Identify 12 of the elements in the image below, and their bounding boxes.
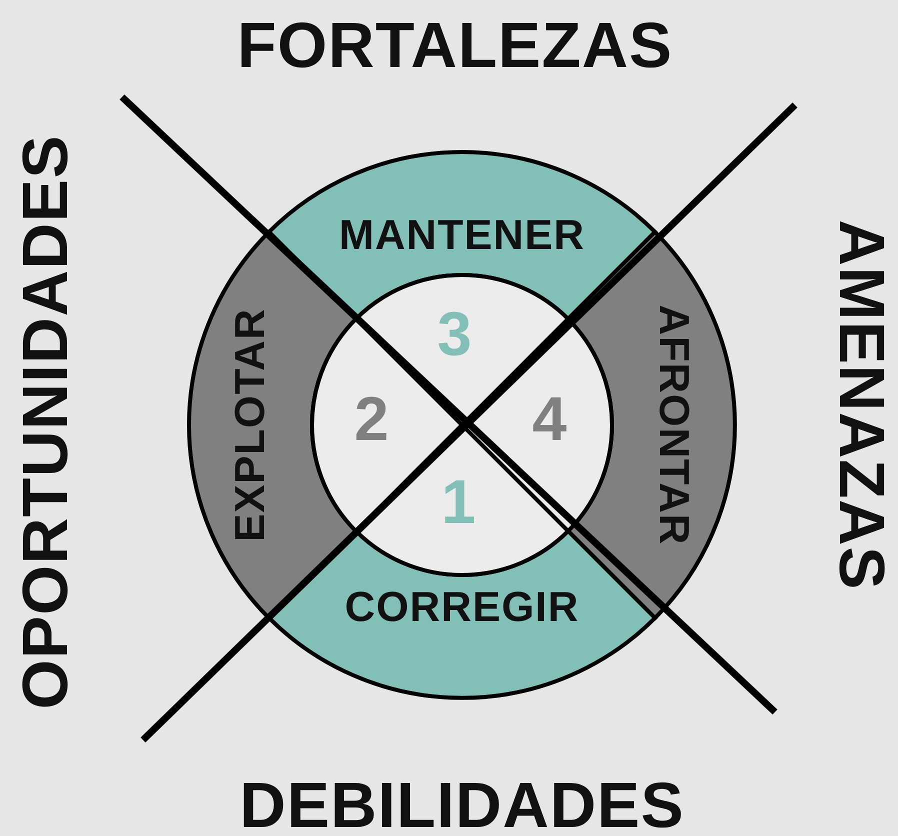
segment-label: AFRONTAR [652, 304, 695, 546]
segment-label: MANTENER [338, 214, 585, 256]
quadrant-number: 2 [354, 388, 390, 451]
side-heading: FORTALEZAS [237, 13, 673, 77]
side-heading: OPORTUNIDADES [13, 134, 77, 710]
quadrant-number: 3 [437, 304, 473, 366]
quadrant-number: 4 [532, 388, 568, 451]
side-heading: AMENAZAS [830, 220, 894, 590]
segment-label: EXPLOTAR [229, 308, 271, 542]
quadrant-number: 1 [441, 472, 477, 534]
segment-label: CORREGIR [344, 586, 580, 628]
side-heading: DEBILIDADES [240, 773, 684, 836]
